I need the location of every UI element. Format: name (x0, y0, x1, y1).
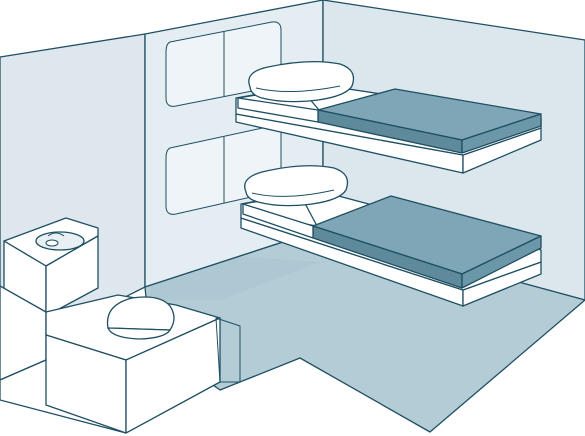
floor-shadow (150, 257, 320, 300)
toilet-icon (106, 296, 175, 331)
pillow-icon (248, 60, 355, 103)
sink-icon (35, 231, 85, 251)
bunk-bed-lower (240, 165, 542, 307)
toilet-unit (0, 285, 241, 434)
bunk-bed-upper (235, 60, 542, 174)
